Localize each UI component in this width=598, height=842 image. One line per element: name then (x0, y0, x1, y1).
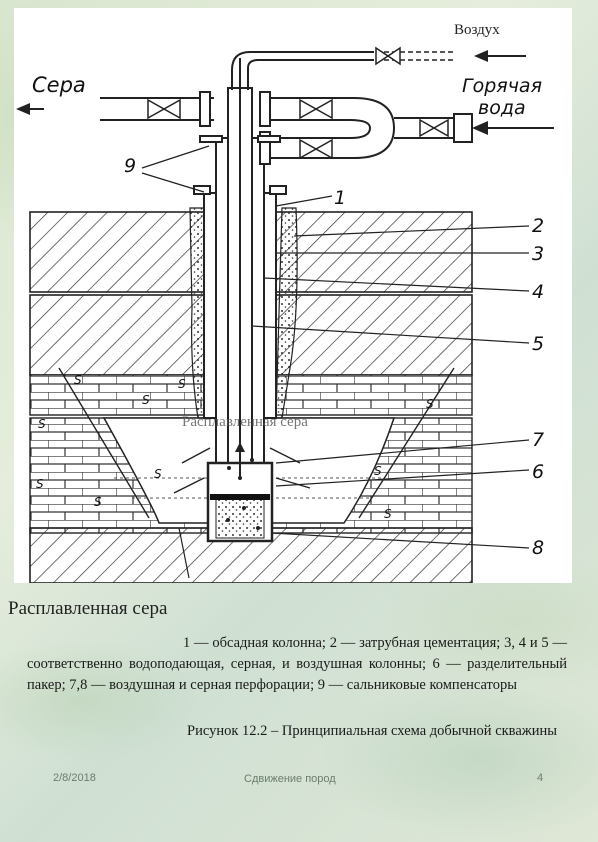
callout-1: 1 (334, 187, 346, 209)
callout-3: 3 (532, 243, 544, 265)
figure-caption: Рисунок 12.2 – Принципиальная схема добы… (187, 723, 558, 739)
sulfur-label: Сера (32, 73, 86, 97)
callout-7: 7 (532, 429, 544, 451)
callout-6: 6 (532, 461, 544, 483)
well-diagram: S S S S S S S S S S Воздух Сера Горячая … (14, 8, 572, 583)
footer-title: Сдвижение пород (244, 773, 336, 785)
ore-marks: S S S S S S S S S S (36, 373, 434, 521)
ore-mark: S (384, 507, 392, 521)
callout-8: 8 (532, 537, 544, 559)
figure-legend: 1 — обсадная колонна; 2 — затрубная цеме… (27, 635, 567, 693)
ore-mark: S (178, 377, 186, 391)
footer-date: 2/8/2018 (53, 772, 96, 784)
sulfur-pipe (100, 97, 214, 121)
callout-9: 9 (124, 155, 136, 177)
molten-sulfur-title: Расплавленная сера (8, 598, 168, 619)
callout-4: 4 (532, 281, 544, 303)
ore-mark: S (142, 393, 150, 407)
ore-mark: S (94, 495, 102, 509)
hot-water-label-line2: вода (478, 97, 526, 119)
callout-2: 2 (532, 215, 544, 237)
page-number: 4 (537, 772, 544, 784)
ore-mark: S (74, 373, 82, 387)
ore-mark: S (426, 397, 434, 411)
air-pipe (231, 51, 374, 90)
callout-5: 5 (532, 333, 544, 355)
molten-sulfur-overlay: Расплавленная сера (182, 414, 308, 430)
ore-mark: S (154, 467, 162, 481)
ore-mark: S (36, 477, 44, 491)
air-label: Воздух (454, 22, 500, 38)
packer (210, 494, 270, 500)
hot-water-pipe (266, 97, 396, 159)
hot-water-label-line1: Горячая (462, 75, 542, 97)
ore-mark: S (38, 417, 46, 431)
ore-mark: S (374, 464, 382, 478)
cement-annulus (189, 207, 205, 419)
